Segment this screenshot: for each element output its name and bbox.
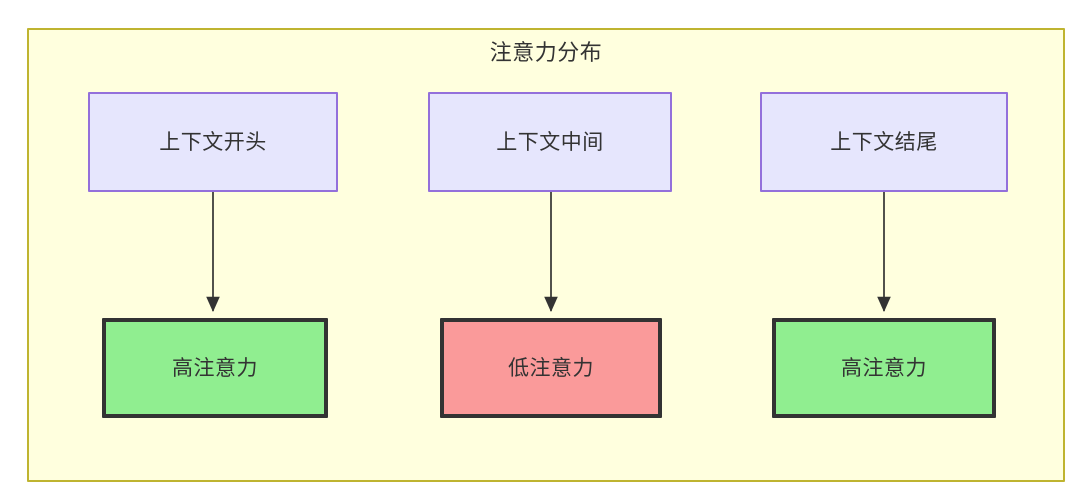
node-context-middle-label: 上下文中间 (496, 130, 604, 154)
node-context-end[interactable]: 上下文结尾 (760, 92, 1008, 192)
node-high-attention-start[interactable]: 高注意力 (102, 318, 328, 418)
node-high-attention-start-label: 高注意力 (172, 356, 258, 380)
node-low-attention-middle-label: 低注意力 (508, 356, 594, 380)
node-context-start[interactable]: 上下文开头 (88, 92, 338, 192)
node-high-attention-end[interactable]: 高注意力 (772, 318, 996, 418)
node-context-start-label: 上下文开头 (159, 130, 267, 154)
subgraph-title: 注意力分布 (489, 40, 603, 65)
node-context-middle[interactable]: 上下文中间 (428, 92, 672, 192)
node-high-attention-end-label: 高注意力 (841, 356, 927, 380)
node-low-attention-middle[interactable]: 低注意力 (440, 318, 662, 418)
node-context-end-label: 上下文结尾 (830, 130, 938, 154)
